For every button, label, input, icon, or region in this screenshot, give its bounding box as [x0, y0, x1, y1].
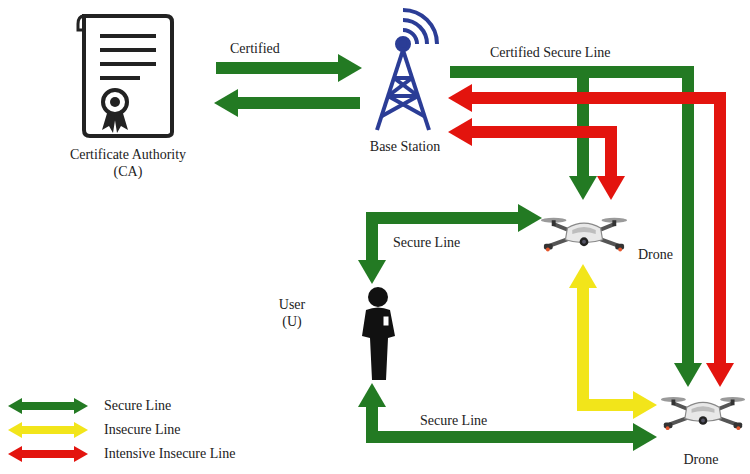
legend-swatch-frame: [8, 422, 90, 438]
user-phone: [383, 316, 389, 326]
legend-swatch: [8, 446, 88, 462]
line-label: Certified: [230, 40, 280, 57]
certificate-seal: [110, 97, 120, 107]
legend-swatch-frame: [8, 398, 90, 414]
line-label: Certified Secure Line: [490, 44, 611, 61]
user-body: [362, 308, 395, 381]
tower-antenna: [397, 38, 409, 50]
tower-brace: [382, 96, 418, 116]
legend-label: Secure Line: [104, 397, 171, 414]
certificate-line: [100, 62, 156, 66]
certificate-line: [100, 76, 140, 80]
certificate-seal: [103, 90, 127, 114]
connector-arrow: [450, 72, 688, 363]
tower-brace: [388, 78, 412, 96]
certificate-line: [100, 48, 156, 52]
user-head: [368, 287, 388, 307]
connector-arrow: [583, 288, 633, 405]
certificate-sheet: [84, 16, 172, 136]
user: User (U): [262, 282, 398, 385]
node-label: Drone: [638, 246, 673, 263]
legend-swatch: [8, 398, 88, 414]
legend-label: Intensive Insecure Line: [104, 445, 235, 462]
drone-icon: [661, 397, 745, 430]
legend-swatch-frame: [8, 446, 90, 462]
certificate-icon: [78, 16, 172, 136]
connector-arrow: [472, 98, 720, 363]
connector-arrow: [238, 97, 360, 109]
connector-arrow: [472, 132, 611, 176]
connector-arrow: [372, 218, 518, 260]
drone: Drone: [655, 385, 747, 473]
tower-icon: [377, 10, 437, 130]
base-station: Base Station: [360, 0, 450, 160]
line-label: Secure Line: [393, 234, 460, 251]
drone: Drone: [540, 198, 680, 266]
node-label: Certificate Authority (CA): [58, 146, 198, 180]
legend-swatch: [8, 422, 88, 438]
user-icon: [362, 287, 395, 380]
certificate-authority: Certificate Authority (CA): [40, 10, 216, 195]
certificate-curl: [78, 16, 84, 30]
signal-wave: [403, 30, 417, 44]
connector-arrow: [450, 72, 583, 176]
node-label: Drone: [655, 451, 747, 468]
node-label: Base Station: [360, 138, 450, 155]
node-label: User (U): [270, 296, 314, 330]
signal-wave: [403, 20, 427, 44]
connector-arrow: [216, 62, 338, 74]
drone-icon: [541, 218, 627, 252]
certificate-line: [100, 34, 156, 38]
signal-wave: [403, 10, 437, 44]
line-label: Secure Line: [420, 412, 487, 429]
tower-brace: [388, 96, 424, 116]
legend-label: Insecure Line: [104, 421, 181, 438]
connector-arrow: [372, 407, 633, 437]
